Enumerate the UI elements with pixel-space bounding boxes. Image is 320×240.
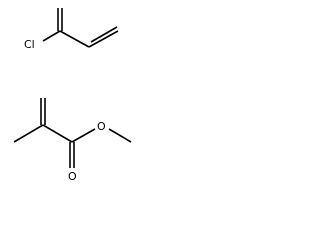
ester-oxygen-label: O bbox=[97, 120, 106, 133]
methyl-methacrylate-molecule: O O bbox=[13, 98, 132, 183]
structure-canvas: Cl O O bbox=[13, 8, 132, 183]
chlorine-atom-label: Cl bbox=[24, 38, 35, 51]
bond-c-methyl bbox=[13, 124, 44, 143]
bond-c-carbonyl bbox=[42, 124, 73, 143]
bond-c3-c4-double-a bbox=[88, 30, 119, 48]
chloroprene-molecule: Cl bbox=[24, 8, 119, 51]
bond-ester-o-methyl bbox=[108, 128, 132, 143]
bond-c3-c4-double-b bbox=[90, 26, 118, 43]
bond-c2-cl bbox=[42, 30, 61, 42]
bond-carbonyl-ester-o bbox=[71, 128, 96, 143]
bond-c2-c3 bbox=[59, 30, 90, 48]
carbonyl-oxygen-label: O bbox=[68, 170, 77, 183]
